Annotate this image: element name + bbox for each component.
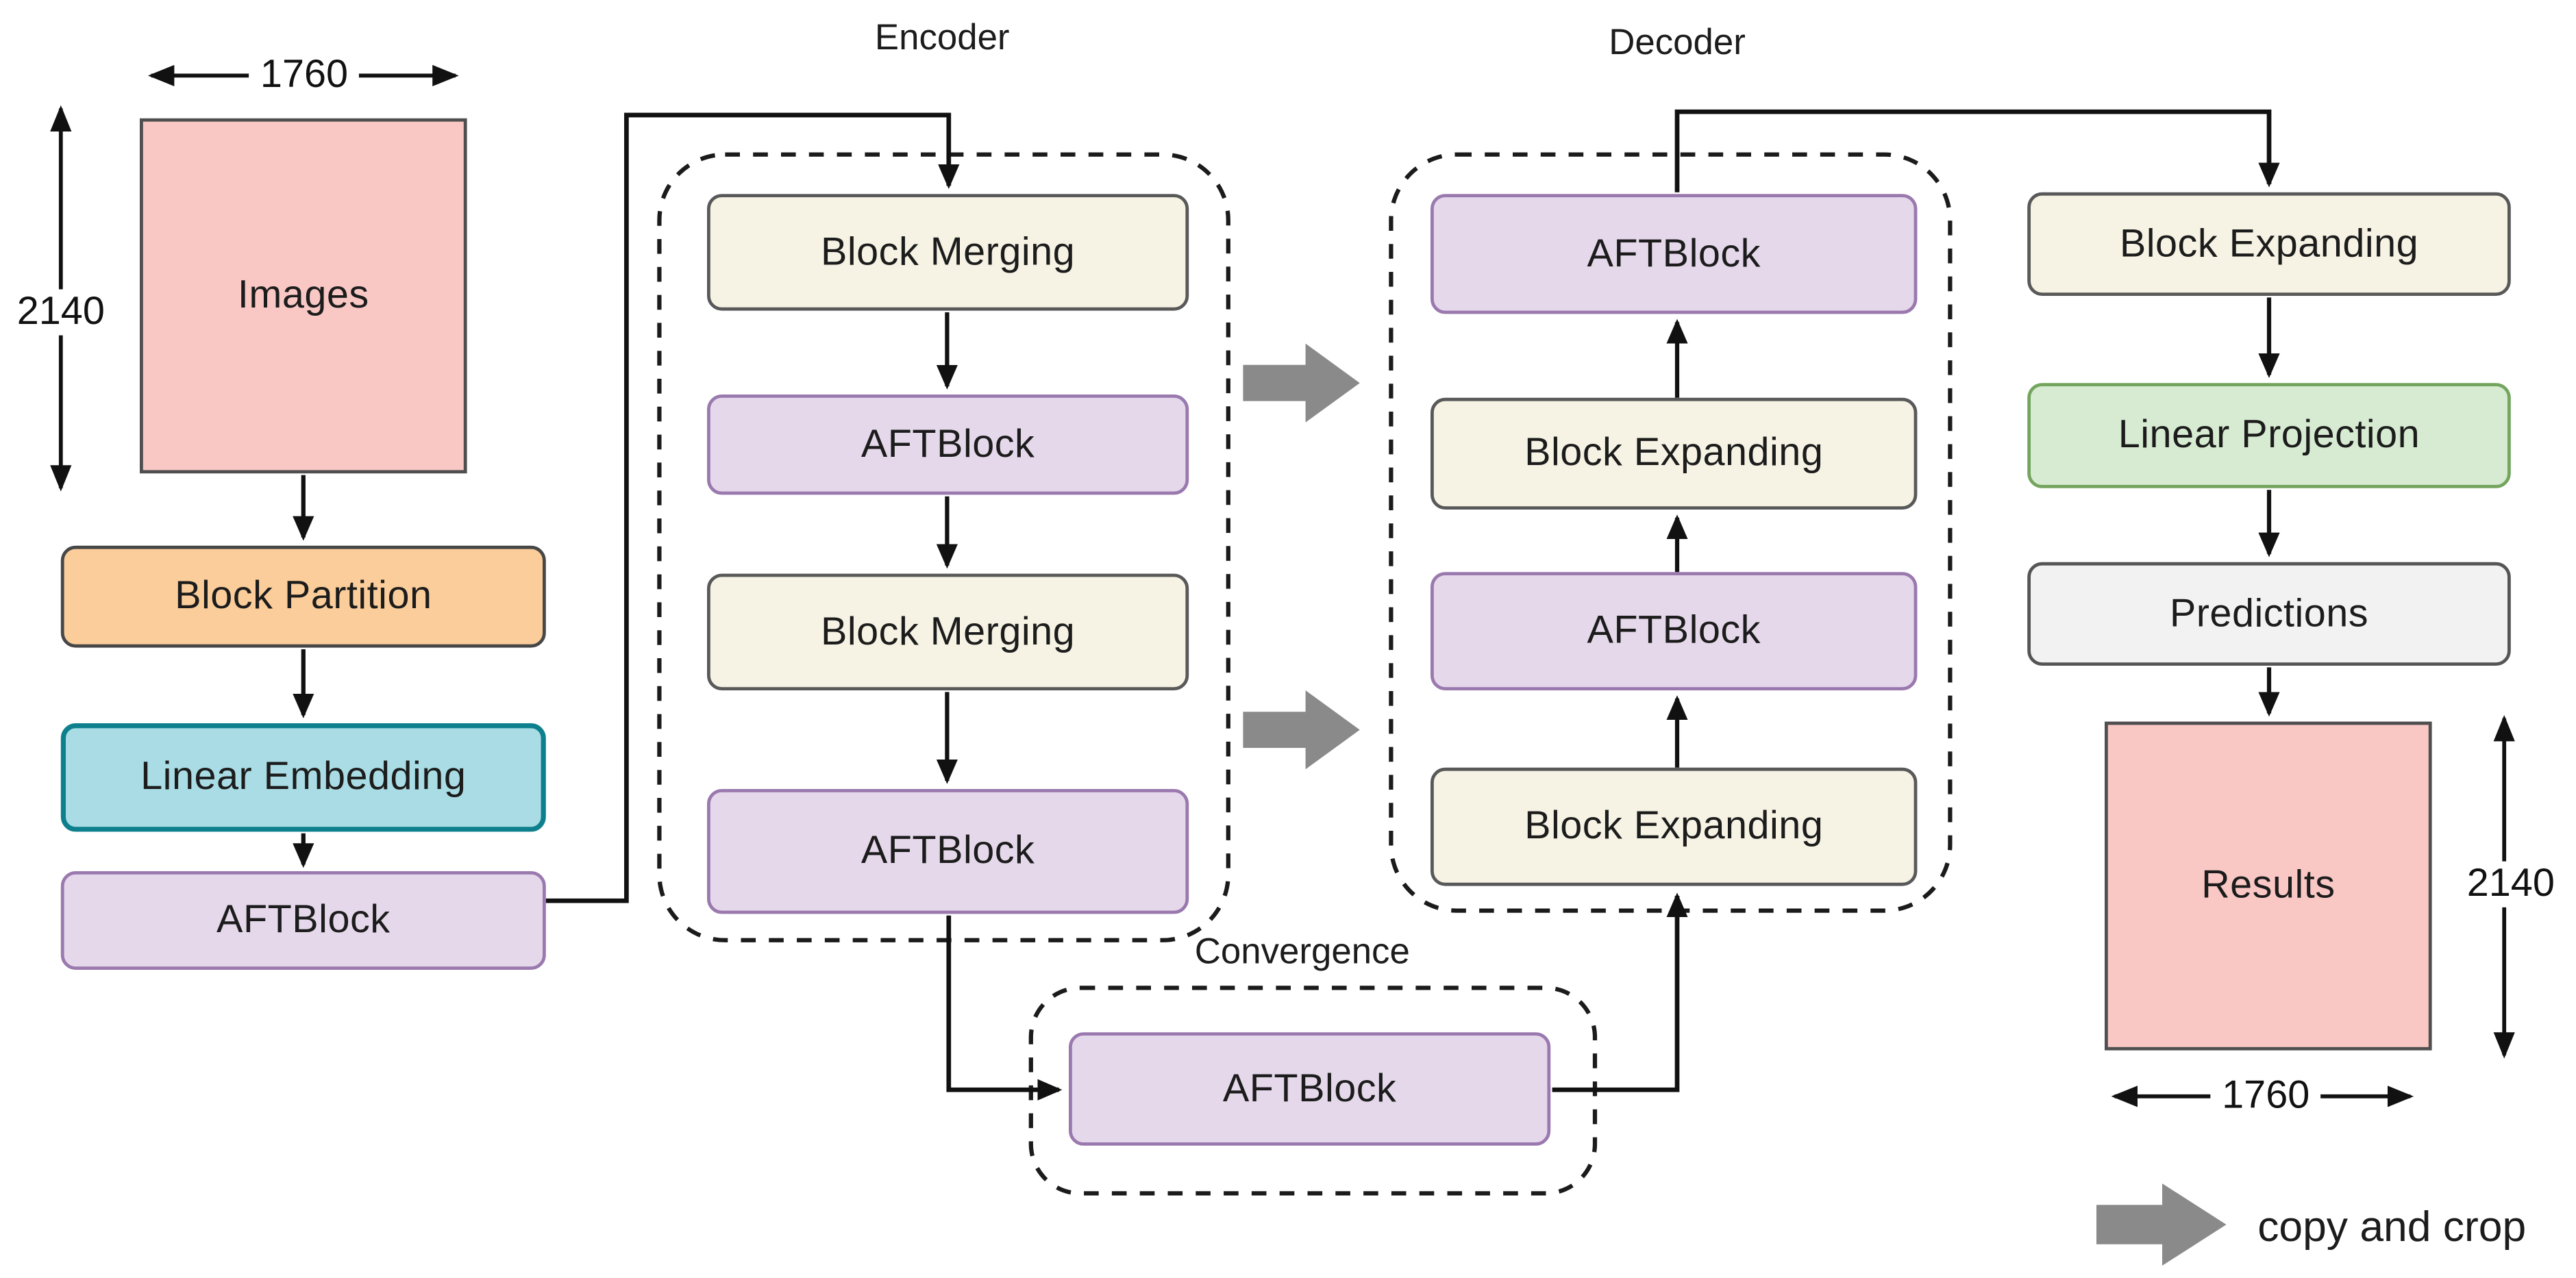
encoder-aftblock-1: AFTBlock — [707, 394, 1189, 495]
copy-crop-legend-arrow-icon — [2096, 1183, 2227, 1266]
copy-crop-legend-label: copy and crop — [2257, 1201, 2527, 1251]
convergence-aftblock-node: AFTBlock — [1069, 1032, 1551, 1146]
copy-crop-arrow-icon — [1243, 343, 1360, 423]
route-aftblock-to-encoder — [545, 112, 960, 903]
linear-projection-node: Linear Projection — [2027, 383, 2511, 488]
aftblock-node: AFTBlock — [60, 871, 546, 970]
route-encoder-to-convergence — [946, 915, 1063, 1101]
copy-crop-arrow-icon — [1243, 690, 1360, 770]
dimension-label-output-height: 2140 — [2455, 861, 2566, 907]
encoder-block-merging-1: Block Merging — [707, 194, 1189, 311]
decoder-section-label: Decoder — [1609, 21, 1746, 63]
encoder-section-label: Encoder — [874, 16, 1010, 58]
route-decoder-to-expanding — [1674, 109, 2280, 192]
block-expanding-node: Block Expanding — [2027, 192, 2511, 297]
block-partition-node: Block Partition — [60, 545, 546, 648]
dimension-label-input-height: 2140 — [5, 289, 116, 336]
predictions-node: Predictions — [2027, 562, 2511, 666]
results-node: Results — [2105, 721, 2432, 1051]
dimension-label-output-width: 1760 — [2210, 1073, 2322, 1120]
encoder-aftblock-2: AFTBlock — [707, 789, 1189, 914]
convergence-section-label: Convergence — [1194, 930, 1410, 972]
images-node: Images — [140, 118, 467, 474]
decoder-aftblock-1: AFTBlock — [1431, 194, 1918, 314]
encoder-container — [657, 152, 1230, 942]
dimension-label-input-width: 1760 — [249, 52, 360, 99]
linear-embedding-node: Linear Embedding — [60, 723, 546, 832]
route-convergence-to-decoder — [1552, 892, 1688, 1092]
decoder-block-expanding-2: Block Expanding — [1431, 767, 1918, 886]
decoder-aftblock-2: AFTBlock — [1431, 572, 1918, 691]
decoder-container — [1389, 152, 1953, 913]
encoder-block-merging-2: Block Merging — [707, 573, 1189, 691]
decoder-block-expanding-1: Block Expanding — [1431, 397, 1918, 510]
